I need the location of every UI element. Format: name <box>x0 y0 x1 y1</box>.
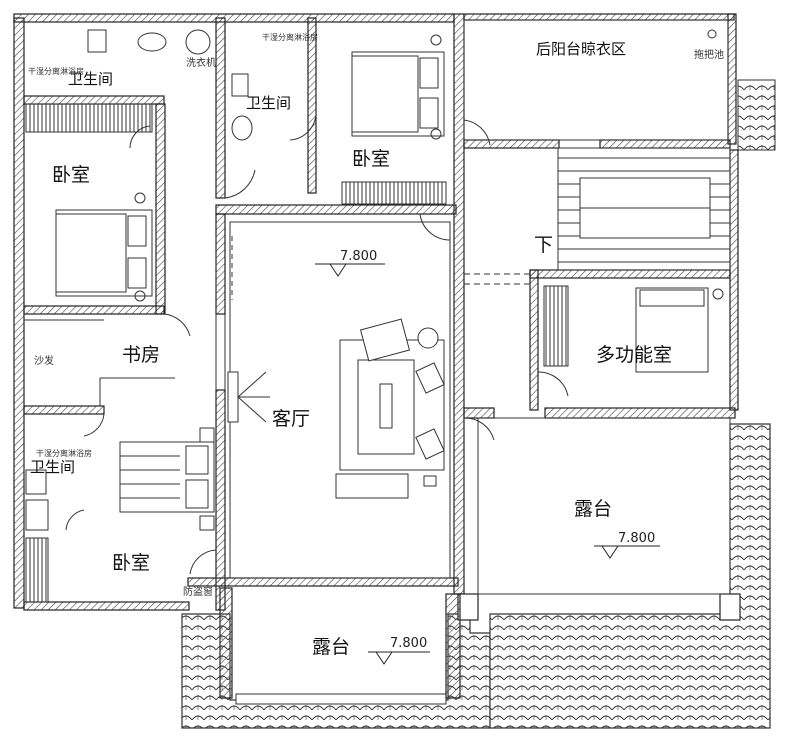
bed-top-left <box>55 192 153 302</box>
bedroom-bottom-left-label: 卧室 <box>112 552 151 574</box>
staircase <box>557 147 731 271</box>
mop-pool-note: 拖把池 <box>694 50 724 61</box>
fixture-note-top-left: 干湿分离淋浴房 <box>28 67 84 76</box>
bed-bottom-left <box>119 427 215 531</box>
entry-rays <box>227 371 270 423</box>
living-furniture <box>335 318 445 499</box>
elevation-terrace-bottom-text: 7.800 <box>390 636 428 651</box>
elevation-markers <box>315 263 660 665</box>
bath-top-left-label: 卫生间 <box>68 70 114 88</box>
bath-fixtures <box>25 29 717 531</box>
study-label: 书房 <box>122 344 161 366</box>
bed-top-mid <box>351 34 445 140</box>
washer-note: 洗衣机 <box>186 58 216 69</box>
bedroom-top-left-label: 卧室 <box>52 164 91 186</box>
elevation-living-text: 7.800 <box>340 249 378 264</box>
fixture-note-bottom-left: 干湿分离淋浴房 <box>36 449 92 458</box>
fixture-note-top-mid: 干湿分离淋浴房 <box>262 33 318 42</box>
roof-tiles <box>181 79 776 729</box>
bath-top-mid-label: 卫生间 <box>246 94 292 112</box>
stair-down-label: 下 <box>534 234 554 256</box>
elevation-terrace-right-text: 7.800 <box>618 531 656 546</box>
sofa-label: 沙发 <box>34 356 54 367</box>
terrace-bottom-label: 露台 <box>312 636 351 658</box>
walls <box>13 13 741 699</box>
anti-theft-note: 防盗窗 <box>183 587 213 598</box>
bath-bottom-left-label: 卫生间 <box>30 458 76 476</box>
back-balcony-label: 后阳台晾衣区 <box>536 40 627 58</box>
door-swings <box>65 109 569 575</box>
bed-multi-room <box>635 287 724 373</box>
multi-room-label: 多功能室 <box>596 344 673 366</box>
living-room-label: 客厅 <box>272 408 311 430</box>
bedroom-top-mid-label: 卧室 <box>352 148 391 170</box>
wardrobes <box>25 103 569 603</box>
terrace-right-label: 露台 <box>574 498 613 520</box>
